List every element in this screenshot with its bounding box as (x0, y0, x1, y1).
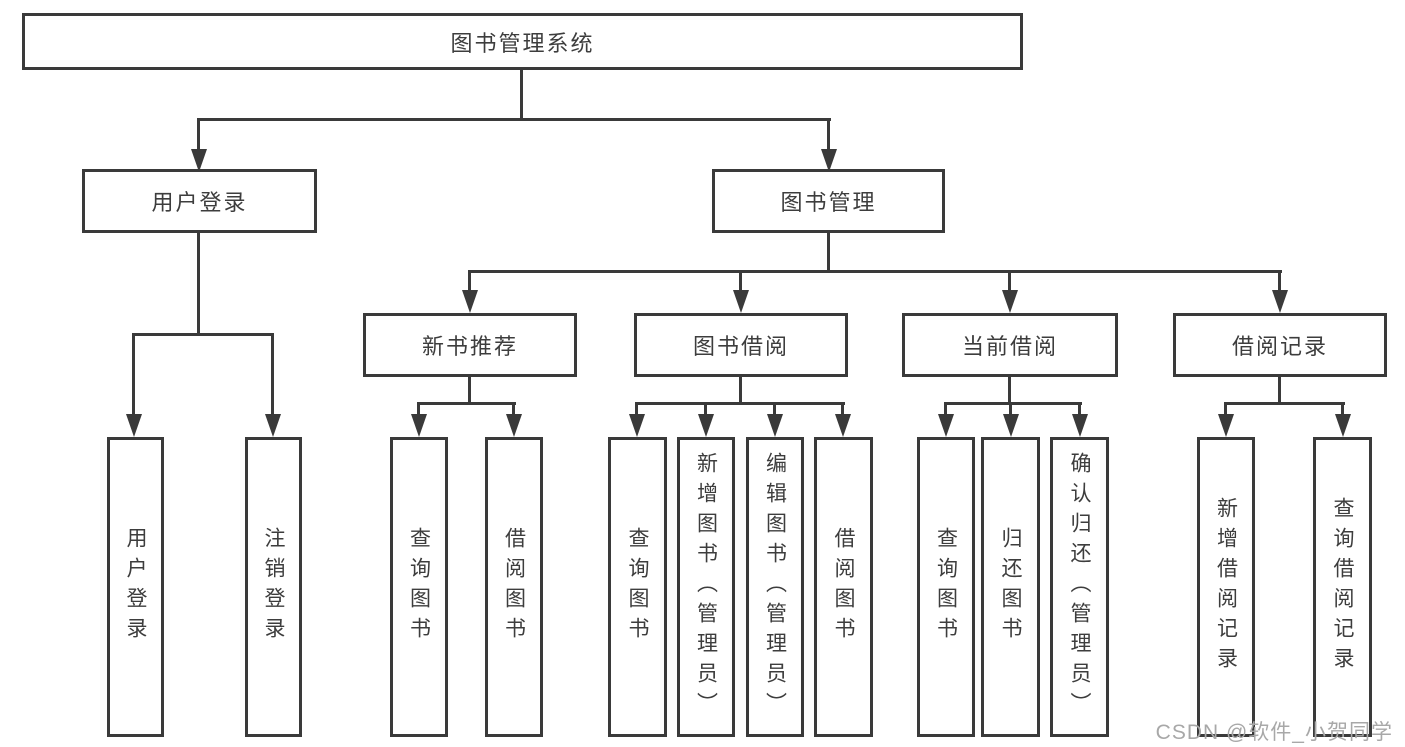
connector-line (635, 402, 638, 416)
connector-line (197, 118, 200, 151)
leaf-return-book: 归还图书 (981, 437, 1040, 737)
connector-line (271, 333, 274, 416)
connector-line (1008, 270, 1011, 292)
connector-line (773, 402, 776, 416)
connector-line (1278, 270, 1281, 292)
connector-line (827, 118, 830, 151)
connector-line (1224, 402, 1345, 405)
arrow-down-icon (506, 414, 522, 437)
leaf-logout: 注销登录 (245, 437, 302, 737)
connector-line (1224, 402, 1227, 416)
connector-line (739, 377, 742, 405)
leaf-query-borrow-record: 查询借阅记录 (1313, 437, 1372, 737)
arrow-down-icon (1335, 414, 1351, 437)
arrow-down-icon (411, 414, 427, 437)
arrow-down-icon (835, 414, 851, 437)
leaf-confirm-return-admin: 确认归还（管理员） (1050, 437, 1109, 737)
leaf-query-books-borrow: 查询图书 (608, 437, 667, 737)
connector-line (1009, 402, 1012, 416)
connector-line (739, 270, 742, 292)
connector-line (1008, 377, 1011, 405)
arrow-down-icon (462, 290, 478, 313)
node-user-login: 用户登录 (82, 169, 317, 233)
connector-line (635, 402, 845, 405)
node-book-borrow: 图书借阅 (634, 313, 848, 377)
connector-line (704, 402, 707, 416)
connector-line (1341, 402, 1344, 416)
arrow-down-icon (265, 414, 281, 437)
connector-line (197, 233, 200, 335)
leaf-user-login: 用户登录 (107, 437, 164, 737)
arrow-down-icon (629, 414, 645, 437)
leaf-query-books-recommend: 查询图书 (390, 437, 448, 737)
arrow-down-icon (733, 290, 749, 313)
node-borrow-records: 借阅记录 (1173, 313, 1387, 377)
connector-line (132, 333, 135, 416)
connector-line (944, 402, 1082, 405)
connector-line (944, 402, 947, 416)
connector-line (132, 333, 274, 336)
leaf-query-books-current: 查询图书 (917, 437, 975, 737)
connector-line (468, 270, 1282, 273)
connector-line (468, 270, 471, 292)
node-book-management: 图书管理 (712, 169, 945, 233)
arrow-down-icon (1272, 290, 1288, 313)
leaf-edit-book-admin: 编辑图书（管理员） (746, 437, 804, 737)
arrow-down-icon (1003, 414, 1019, 437)
arrow-down-icon (1002, 290, 1018, 313)
connector-line (841, 402, 844, 416)
node-new-book-recommend: 新书推荐 (363, 313, 577, 377)
leaf-add-borrow-record: 新增借阅记录 (1197, 437, 1255, 737)
connector-line (512, 402, 515, 416)
leaf-borrow-books-recommend: 借阅图书 (485, 437, 543, 737)
connector-line (520, 70, 523, 120)
arrow-down-icon (938, 414, 954, 437)
arrow-down-icon (767, 414, 783, 437)
arrow-down-icon (1218, 414, 1234, 437)
connector-line (1278, 377, 1281, 405)
leaf-add-book-admin: 新增图书（管理员） (677, 437, 735, 737)
connector-line (827, 233, 830, 273)
arrow-down-icon (821, 149, 837, 172)
connector-line (468, 377, 471, 405)
node-library-system: 图书管理系统 (22, 13, 1023, 70)
arrow-down-icon (126, 414, 142, 437)
connector-line (197, 118, 831, 121)
connector-line (417, 402, 420, 416)
connector-line (417, 402, 516, 405)
arrow-down-icon (191, 149, 207, 172)
connector-line (1078, 402, 1081, 416)
node-current-borrow: 当前借阅 (902, 313, 1118, 377)
arrow-down-icon (1072, 414, 1088, 437)
watermark: CSDN @软件_小贺同学 (1155, 721, 1393, 744)
leaf-borrow-books: 借阅图书 (814, 437, 873, 737)
arrow-down-icon (698, 414, 714, 437)
